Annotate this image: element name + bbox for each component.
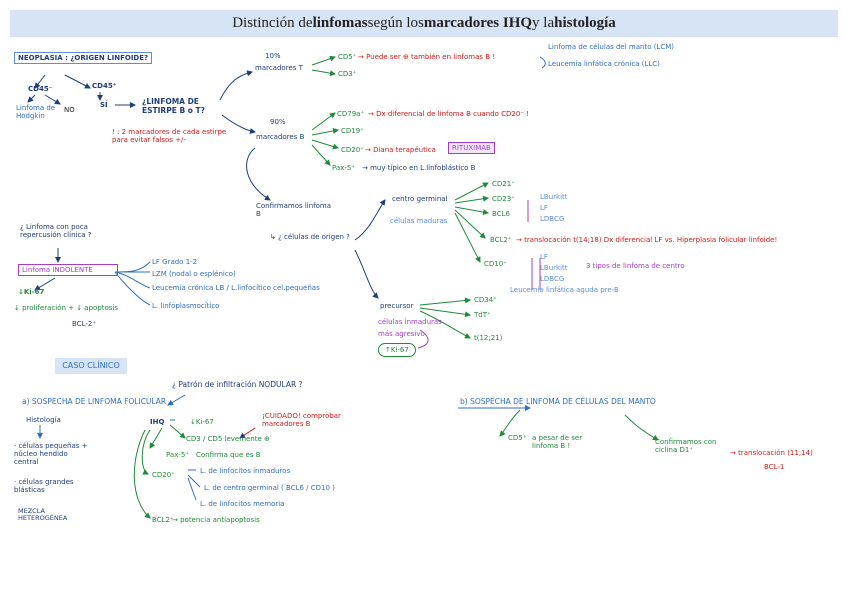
centro-germinal-label: centro germinal — [392, 195, 448, 203]
indolente-ki67: ↓Ki-67 — [18, 288, 45, 296]
bcl2-marker: BCL2⁺ — [490, 236, 512, 244]
indolente-box: Linfoma INDOLENTE — [18, 264, 118, 277]
hodgkin-label: Linfoma de Hodgkin — [16, 104, 56, 121]
cd3-cd5-leve: CD3 / CD5 levemente ⊕ — [186, 435, 270, 443]
title-text: y la — [532, 15, 555, 31]
celulas-origen: ↳ ¿ células de origen ? — [270, 233, 350, 241]
cd34-marker: CD34⁺ — [474, 296, 497, 304]
indolente-linfoplasmocitico: L. linfoplasmocítico — [152, 302, 220, 310]
estirpe-question: ¿LINFOMA DE ESTIRPE B o T? — [142, 97, 205, 115]
celulas-pequenas: · células pequeñas + núcleo hendido cent… — [14, 442, 88, 467]
cd10-ldbcg: LDBCG — [540, 275, 565, 283]
cd23-marker: CD23⁺ — [492, 195, 515, 203]
cd5-note: → Puede ser ⊕ también en linfomas B ! — [358, 53, 496, 61]
tres-tipos: 3 tipos de linfoma de centro — [586, 262, 685, 270]
title-bold-linfomas: linfomas — [312, 15, 368, 31]
ki67-pill: ↑Ki-67 — [378, 343, 416, 358]
indolente-bcl2: BCL-2⁺ — [72, 320, 97, 328]
pax5-marker: Pax-5⁺ — [332, 164, 356, 172]
indolente-question: ¿ Linfoma con poca repercusión clínica ? — [20, 223, 92, 240]
cd10-lburkitt: LBurkitt — [540, 264, 568, 272]
cuidado-comprobar: ¡CUIDADO! comprobar marcadores B — [262, 412, 341, 429]
si-label: SÍ — [100, 101, 108, 109]
bcl2-note: → translocación t(14;18) Dx diferencial … — [516, 236, 778, 244]
caso-clinico-text: CASO CLÍNICO — [62, 361, 120, 371]
bcl1-label: BCL-1 — [764, 463, 785, 471]
pax5-note: → muy típico en L.linfoblástico B — [362, 164, 476, 172]
llc-label: Leucemia linfática crónica (LLC) — [548, 60, 660, 68]
cd21-marker: CD21⁺ — [492, 180, 515, 188]
indolente-text: Linfoma INDOLENTE — [22, 266, 93, 274]
cd20-note: → Diana terapéutica — [365, 146, 436, 154]
title-bold-histologia: histología — [554, 15, 616, 31]
indolente-llc: Leucemia crónica LB / L.linfocítico cel.… — [152, 284, 320, 292]
histologia-label: Histología — [26, 416, 61, 424]
title-text: Distinción de — [232, 15, 313, 31]
linfocitos-memoria: L. de linfocitos memoria — [200, 500, 285, 508]
sospecha-manto: b) SOSPECHA DE LINFOMA DE CÉLULAS DEL MA… — [460, 397, 656, 406]
ciclina-d1: Confirmamos con ciclina D1⁺ — [655, 438, 717, 455]
ihq-label: IHQ — [150, 418, 165, 426]
no-label: NO — [64, 106, 75, 114]
proliferacion-apoptosis: ↓ proliferación + ↓ apoptosis — [14, 304, 119, 312]
cd79-note: → Dx diferencial de linfoma B cuando CD2… — [368, 110, 530, 118]
caso-pax5: Pax-5⁺ — [166, 451, 190, 459]
sospecha-folicular: a) SOSPECHA DE LINFOMA FOLICULAR — [22, 397, 167, 406]
caso-clinico-box: CASO CLÍNICO — [55, 358, 127, 374]
indolente-lzm: LZM (nodal o esplénico) — [152, 270, 236, 278]
ldbcg-label: LDBCG — [540, 215, 565, 223]
caso-cd5: CD5⁺ — [508, 434, 527, 442]
cd5-marker: CD5⁺ — [338, 53, 357, 61]
mezcla-heterogenea: MEZCLA HETEROGÉNEA — [18, 507, 68, 523]
lburkitt-label: LBurkitt — [540, 193, 568, 201]
cd19-marker: CD19⁺ — [341, 127, 364, 135]
caso-cd20: CD20⁺ — [152, 471, 175, 479]
cd45-positive: CD45⁺ — [92, 82, 117, 90]
caso-ki67: ↓Ki-67 — [190, 418, 214, 426]
confirma-b: Confirma que es B — [196, 451, 261, 459]
precursor-label: precursor — [380, 302, 414, 310]
cd79-marker: CD79a⁺ — [337, 110, 365, 118]
cd10-marker: CD10⁺ — [484, 260, 507, 268]
lf-label: LF — [540, 204, 548, 212]
centro-germinal-caso: L. de centro germinal ( BCL6 / CD10 ) — [204, 484, 335, 492]
tcell-percent: 10% — [265, 52, 281, 60]
neoplasia-box: NEOPLASIA : ¿ORIGEN LINFOIDE? — [14, 52, 153, 65]
tdt-marker: TdT⁺ — [474, 311, 491, 319]
leucemia-pre-b: Leucemia linfática aguda pre-B — [510, 286, 619, 294]
ki67-text: ↑Ki-67 — [385, 346, 409, 354]
t1221-marker: t(12;21) — [474, 334, 503, 342]
translocacion-1114: → translocación (11;14) — [730, 449, 813, 457]
linfocitos-inmaduros: L. de linfocitos inmaduros — [200, 467, 291, 475]
cd10-lf: LF — [540, 253, 548, 261]
cd5-pesar: a pesar de ser linfoma B ! — [532, 434, 583, 451]
title-bold-marcadores: marcadores IHQ — [423, 15, 533, 31]
bcl6-marker: BCL6 — [492, 210, 510, 218]
caso-bcl2: BCL2⁺ — [152, 516, 174, 524]
rituximab-box: RITUXIMAB — [448, 142, 495, 155]
indolente-lf: LF Grado 1-2 — [152, 258, 198, 266]
mas-agresivo: más agresivo — [378, 330, 425, 338]
cd45-negative: CD45⁻ — [28, 85, 53, 93]
lcm-label: Linfoma de células del manto (LCM) — [548, 43, 674, 51]
antiapoptosis: → potencia antiapoptosis — [172, 516, 260, 524]
bcell-percent: 90% — [270, 118, 286, 126]
marcadores-note: ! : 2 marcadores de cada estirpe para ev… — [112, 128, 227, 145]
celulas-inmaduras: células inmaduras — [378, 318, 442, 326]
neoplasia-text: NEOPLASIA : ¿ORIGEN LINFOIDE? — [18, 54, 149, 62]
tcell-label: marcadores T — [255, 64, 303, 72]
confirmamos-linfoma-b: Confirmamos linfoma B — [256, 202, 332, 219]
page-title: Distinción de linfomas según los marcado… — [10, 10, 838, 37]
title-text: según los — [367, 15, 424, 31]
celulas-grandes: · células grandes blásticas — [14, 478, 74, 495]
patron-nodular: ¿ Patrón de infiltración NODULAR ? — [172, 380, 303, 389]
celulas-maduras: células maduras — [390, 217, 448, 225]
cd20-marker: CD20⁺ — [341, 146, 364, 154]
cd3-marker: CD3⁺ — [338, 70, 357, 78]
bcell-label: marcadores B — [256, 133, 305, 141]
rituximab-text: RITUXIMAB — [452, 144, 491, 152]
